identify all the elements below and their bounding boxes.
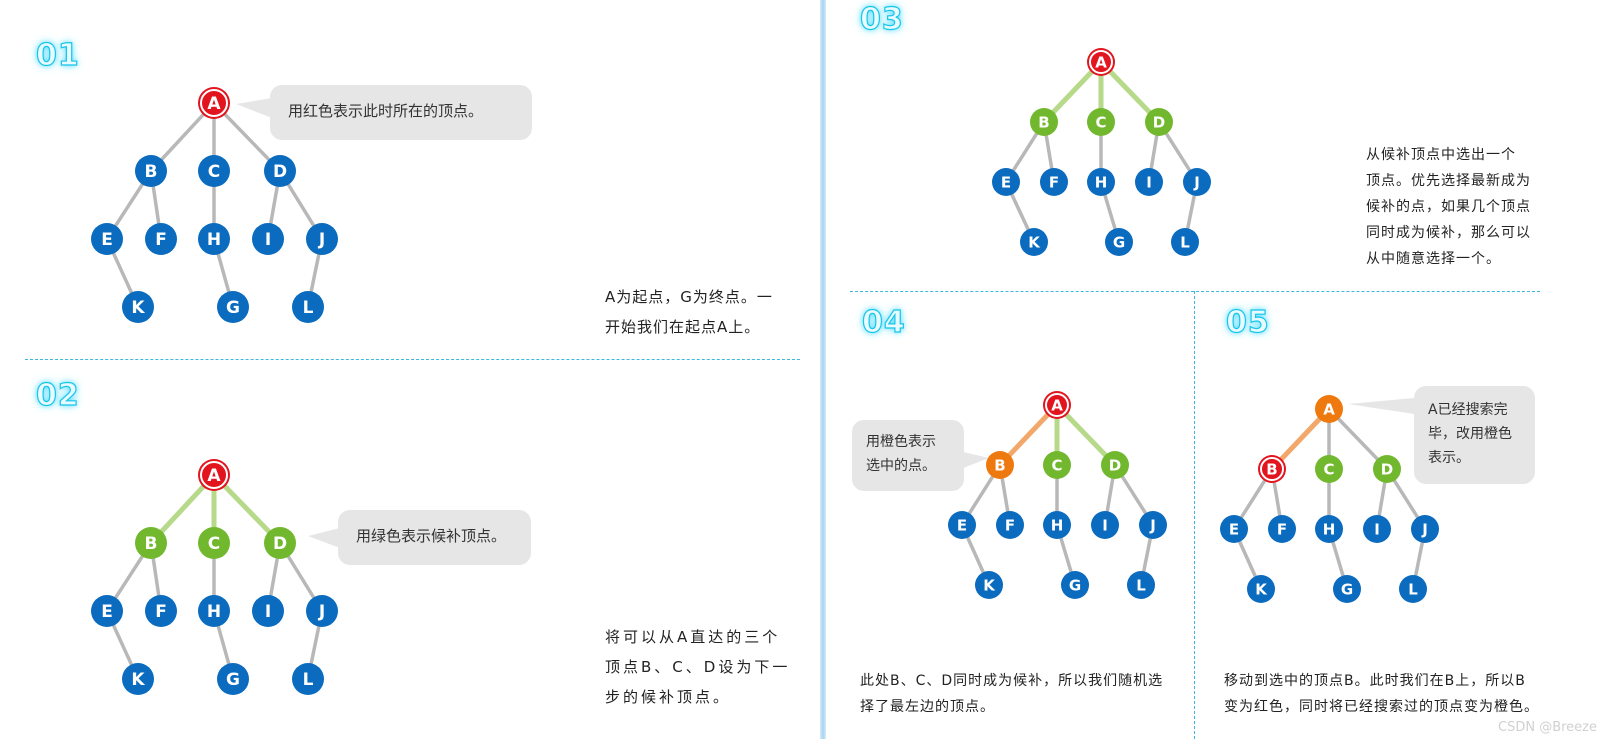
- description-panel-4: 此处B、C、D同时成为候补，所以我们随机选 择了最左边的顶点。: [860, 668, 1163, 720]
- description-line: 从中随意选择一个。: [1366, 251, 1501, 267]
- description-line: A为起点，G为终点。一: [605, 288, 773, 306]
- bubble-line: 毕，改用橙色: [1428, 426, 1512, 442]
- bubble-text: 用绿色表示候补顶点。: [356, 527, 507, 545]
- speech-bubble-searched: A已经搜索完 毕，改用橙色 表示。: [1414, 386, 1535, 484]
- description-line: 候补的点，如果几个顶点: [1366, 199, 1531, 215]
- description-line: 择了最左边的顶点。: [860, 699, 995, 715]
- step-number-04: 04: [861, 304, 906, 340]
- speech-bubble-current: 用红色表示此时所在的顶点。: [270, 85, 532, 140]
- description-panel-3: 从候补顶点中选出一个 顶点。优先选择最新成为 候补的点，如果几个顶点 同时成为候…: [1366, 142, 1531, 272]
- bubble-tail: [963, 452, 989, 468]
- bubble-line: A已经搜索完: [1428, 402, 1508, 418]
- step-number-03: 03: [859, 1, 904, 37]
- description-panel-5: 移动到选中的顶点B。此时我们在B上，所以B 变为红色，同时将已经搜索过的顶点变为…: [1224, 668, 1539, 720]
- description-line: 步的候补顶点。: [605, 688, 732, 706]
- divider-right-vertical: [1194, 291, 1195, 739]
- bubble-tail: [308, 528, 340, 548]
- step-number-01: 01: [35, 37, 80, 73]
- speech-bubble-candidates: 用绿色表示候补顶点。: [338, 510, 531, 565]
- bubble-tail: [1348, 398, 1414, 414]
- center-divider: [820, 0, 826, 739]
- bubble-line: 表示。: [1428, 450, 1470, 466]
- description-line: 开始我们在起点A上。: [605, 318, 761, 336]
- watermark: CSDN @Breeze: [1498, 720, 1597, 735]
- bubble-text: 用红色表示此时所在的顶点。: [288, 102, 484, 120]
- bubble-line: 选中的点。: [866, 458, 936, 474]
- divider-right: [850, 291, 1540, 292]
- description-panel-1: A为起点，G为终点。一 开始我们在起点A上。: [605, 282, 773, 342]
- divider-left: [25, 359, 800, 360]
- description-line: 此处B、C、D同时成为候补，所以我们随机选: [860, 673, 1164, 689]
- description-line: 同时成为候补，那么可以: [1366, 225, 1531, 241]
- description-panel-2: 将可以从A直达的三个 顶点B、C、D设为下一 步的候补顶点。: [605, 622, 790, 712]
- bubble-tail: [236, 98, 272, 118]
- speech-bubble-selected: 用橙色表示 选中的点。: [852, 420, 964, 491]
- description-line: 顶点。优先选择最新成为: [1366, 173, 1531, 189]
- description-line: 将可以从A直达的三个: [605, 628, 781, 646]
- description-line: 移动到选中的顶点B。此时我们在B上，所以B: [1224, 673, 1526, 689]
- description-line: 顶点B、C、D设为下一: [605, 658, 791, 676]
- description-line: 从候补顶点中选出一个: [1366, 147, 1516, 163]
- description-line: 变为红色，同时将已经搜索过的顶点变为橙色。: [1224, 699, 1539, 715]
- step-number-02: 02: [35, 377, 80, 413]
- bubble-line: 用橙色表示: [866, 434, 936, 450]
- step-number-05: 05: [1225, 304, 1270, 340]
